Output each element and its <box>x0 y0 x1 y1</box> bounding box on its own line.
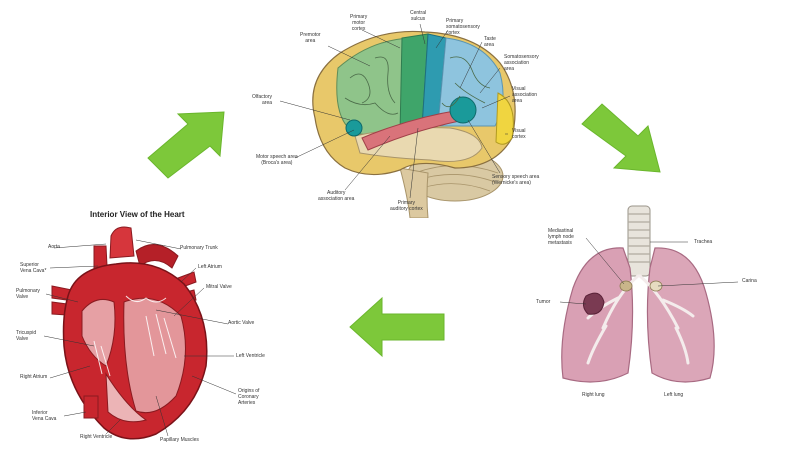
label-visual-association-area: Visual association area <box>512 86 537 104</box>
label-auditory-association-area: Auditory association area <box>318 190 354 202</box>
label-papillary-muscles: Papillary Muscles <box>160 437 199 443</box>
label-right-lung: Right lung <box>582 392 605 398</box>
label-primary-motor-cortex: Primary motor cortex <box>350 14 367 32</box>
lungs-illustration <box>488 198 788 412</box>
label-brocas-area: Motor speech area (Broca's area) <box>256 154 298 166</box>
lungs-panel: Mediastinal lymph node metastasis Trache… <box>488 198 788 412</box>
label-pulmonary-trunk: Pulmonary Trunk <box>180 245 218 251</box>
label-left-atrium: Left Atrium <box>198 264 222 270</box>
label-wernickes-area: Sensory speech area (Wernicke's area) <box>492 174 539 186</box>
arrow-down-right-icon <box>572 98 668 178</box>
label-origins-coronary-arteries: Origins of Coronary Arteries <box>238 388 259 406</box>
label-tricuspid-valve: Tricuspid Valve <box>16 330 36 342</box>
label-premotor-area: Premotor area <box>300 32 321 44</box>
label-olfactory-area: Olfactory area <box>252 94 272 106</box>
label-primary-auditory-cortex: Primary auditory cortex <box>390 200 423 212</box>
label-carina: Carina <box>742 278 757 284</box>
label-somatosensory-association-area: Somatosensory association area <box>504 54 539 72</box>
label-superior-vena-cava: Superior Vena Cava* <box>20 262 46 274</box>
label-inferior-vena-cava: Inferior Vena Cava <box>32 410 56 422</box>
label-taste-area: Taste area <box>484 36 496 48</box>
label-pulmonary-valve: Pulmonary Valve <box>16 288 40 300</box>
arrow-up-right-icon <box>140 106 230 186</box>
label-tumor: Tumor <box>536 299 550 305</box>
heart-panel: Interior View of the Heart <box>6 206 276 452</box>
label-trachea: Trachea <box>694 239 712 245</box>
label-aortic-valve: Aortic Valve <box>228 320 254 326</box>
arrow-left-icon <box>348 296 446 358</box>
label-mediastinal-lymph-node: Mediastinal lymph node metastasis <box>548 228 574 246</box>
label-left-ventricle: Left Ventricle <box>236 353 265 359</box>
label-left-lung: Left lung <box>664 392 683 398</box>
brain-illustration <box>250 8 562 218</box>
label-primary-somatosensory-cortex: Primary somatosensory cortex <box>446 18 480 36</box>
label-visual-cortex: Visual cortex <box>512 128 526 140</box>
label-mitral-valve: Mitral Valve <box>206 284 232 290</box>
label-right-atrium: Right Atrium <box>20 374 47 380</box>
brain-panel: Premotor area Primary motor cortex Centr… <box>250 8 562 218</box>
label-aorta: Aorta <box>48 244 60 250</box>
label-right-ventricle: Right Ventricle <box>80 434 112 440</box>
label-central-sulcus: Central sulcus <box>410 10 426 22</box>
